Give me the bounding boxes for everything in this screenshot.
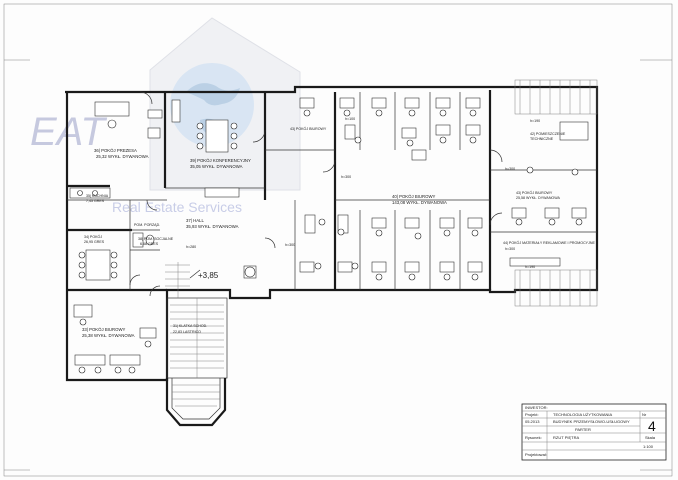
tb-date: 05.2013: [525, 419, 540, 424]
room-area-open-office: 143,08 WYKŁ. DYWANOWA: [392, 200, 447, 205]
balcony-top: [514, 79, 598, 115]
room-name-promo: 44| POKÓJ MATERIAŁY REKLAMOWE I PROMOCYJ…: [503, 240, 595, 245]
tb-project-value: TECHNOLOGIA UŻYTKOWANIA: [553, 412, 613, 417]
room-name-technical: 42| POMIESZCZENIE: [530, 132, 566, 136]
sheet-border: [3, 3, 673, 477]
room-name-staircase: 31| KLATKA SCHOD.: [173, 324, 207, 328]
furniture: [69, 97, 589, 374]
tb-header: INWESTOR:: [525, 405, 548, 410]
tb-floor: PARTER: [575, 427, 591, 432]
partitions: [67, 92, 597, 290]
room-name-open-office: 40| POKÓJ BIUROWY: [392, 194, 436, 199]
watermark: EAT Real Estate Services: [30, 17, 301, 215]
tb-drawing-value: RZUT PIĘTRA: [553, 435, 579, 440]
height-mark-corridor: h=300: [285, 243, 295, 247]
room-name-cleaning: POM. PORZĄD.: [134, 223, 160, 227]
room-area-technical: TECHNICZNE: [530, 137, 554, 141]
height-mark-office-top: h=100: [345, 117, 355, 121]
balcony-bottom: [514, 269, 598, 307]
height-mark-promo: h=190: [525, 265, 535, 269]
tb-designer-label: Projektował:: [525, 452, 547, 457]
tb-sheet-label: Nr: [642, 412, 647, 417]
room-name-social: 38| POM. SOCJALNE: [138, 237, 174, 241]
staircase: [165, 262, 228, 427]
room-area-director: 25,32 WYKŁ. DYWANOWA: [96, 154, 149, 159]
height-mark-technical: h=190: [530, 119, 540, 123]
room-name-office-43a: 43| POKÓJ BIUROWY: [290, 126, 327, 131]
room-area-office-33: 25,38 WYKŁ. DYWANOWA: [82, 333, 135, 338]
level-mark-text: +3,85: [198, 271, 219, 280]
tb-building: BUDYNEK PRZEMYSŁOWO-USŁUGOWY: [553, 419, 630, 424]
tb-drawing-label: Rysunek:: [525, 435, 542, 440]
room-labels: 36| POKÓJ PREZESA 25,32 WYKŁ. DYWANOWA 3…: [82, 126, 595, 338]
doors: [129, 91, 503, 297]
room-area-office-43b: 25,58 WYKŁ. DYWANOWA: [516, 196, 560, 200]
room-name-hall: 37| HALL: [186, 218, 204, 223]
room-name-office-43b: 43| POKÓJ BIUROWY: [516, 190, 553, 195]
tb-scale-value: 1:100: [643, 444, 654, 449]
room-name-kitchen: 35| KUCHNIA: [86, 194, 109, 198]
room-area-hall: 35,93 WYKŁ. DYWANOWA: [186, 224, 239, 229]
title-block: INWESTOR: Projekt: TECHNOLOGIA UŻYTKOWAN…: [521, 403, 667, 461]
room-name-conference: 39| POKÓJ KONFERENCYJNY: [190, 158, 251, 163]
tb-sheet-number: 4: [648, 418, 656, 434]
watermark-company: Real Estate Services: [112, 199, 242, 215]
height-mark-right-lower: h=300: [505, 247, 515, 251]
room-name-office-33: 33| POKÓJ BIUROWY: [82, 327, 126, 332]
tb-project-label: Projekt:: [525, 412, 539, 417]
room-area-kitchen: 7,45 GRES: [86, 199, 105, 203]
room-area-room-34: 26,95 GRES: [84, 240, 105, 244]
height-marks: h=280 h=300 h=300 h=300 h=190 h=300 h=19…: [186, 117, 540, 269]
room-area-social: 6,68 GRES: [140, 242, 159, 246]
height-mark-hall: h=280: [186, 245, 196, 249]
height-mark-office: h=300: [341, 175, 351, 179]
room-area-staircase: 22,83 LASTRICO: [173, 330, 201, 334]
room-area-conference: 35,05 WYKŁ. DYWANOWA: [190, 164, 243, 169]
room-name-director: 36| POKÓJ PREZESA: [94, 148, 137, 153]
room-name-room-34: 34| POKÓJ: [84, 234, 102, 239]
watermark-house-icon: [149, 17, 301, 191]
crop-marks: [4, 59, 672, 471]
watermark-logo: EAT: [30, 110, 107, 154]
tb-scale-label: Skala: [645, 435, 656, 440]
height-mark-right-upper: h=300: [505, 167, 515, 171]
level-marker: +3,85: [189, 269, 219, 280]
